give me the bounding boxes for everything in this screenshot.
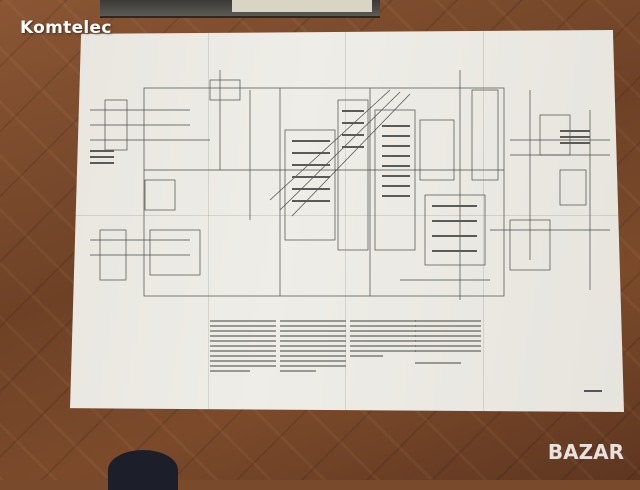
notes-text-column — [350, 320, 416, 360]
wiring-diagram-poster — [70, 30, 624, 412]
seller-watermark: Komtelec — [20, 18, 112, 38]
sheet-reference-mark — [584, 390, 602, 392]
site-watermark-logo: BAZAR — [547, 440, 624, 464]
folder-board-top — [100, 0, 380, 18]
fold-line — [208, 30, 209, 412]
shoe — [108, 450, 178, 490]
fold-line — [483, 30, 484, 412]
circuit-schematic-drawing — [90, 70, 610, 300]
fold-line — [70, 215, 624, 216]
fold-line — [345, 30, 346, 412]
notes-text-column — [280, 320, 346, 375]
notes-text-column — [415, 320, 481, 367]
notes-text-column — [210, 320, 276, 375]
